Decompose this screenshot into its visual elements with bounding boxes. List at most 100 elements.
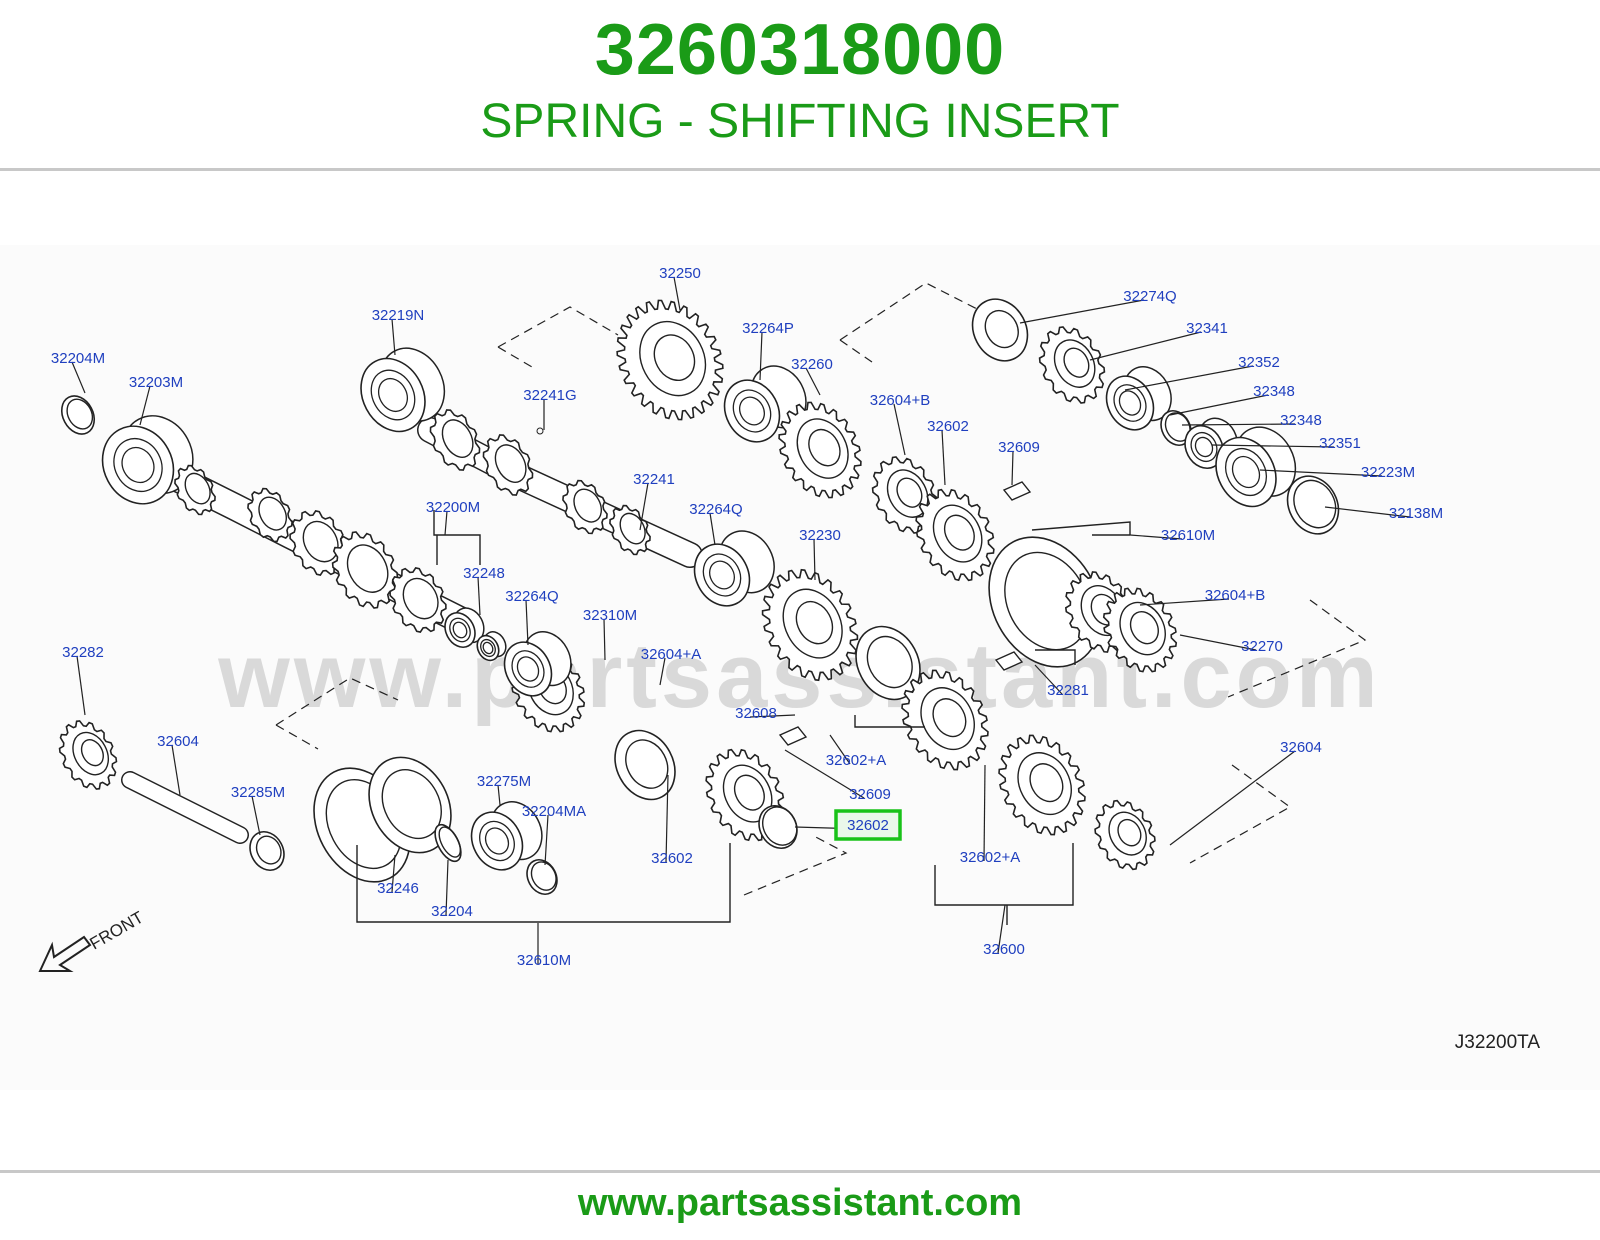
bracket-32610M bbox=[1031, 521, 1131, 535]
callout-label[interactable]: 32275M bbox=[477, 773, 531, 790]
callout-label[interactable]: 32348 bbox=[1253, 383, 1295, 400]
callout-leader bbox=[391, 318, 396, 356]
spring-32602-highlight bbox=[758, 805, 798, 849]
callout-leader bbox=[1259, 469, 1383, 477]
hub-32604 bbox=[855, 625, 921, 701]
callout-label[interactable]: 32264P bbox=[742, 320, 794, 337]
callout-leader bbox=[941, 429, 946, 486]
countershaft-gear-2 bbox=[482, 434, 534, 496]
reverse-gear-32282 bbox=[58, 720, 118, 790]
callout-leader bbox=[1211, 444, 1335, 448]
gear-32230 bbox=[761, 568, 859, 682]
callout-label[interactable]: 32610M bbox=[1161, 527, 1215, 544]
callout-leader bbox=[749, 714, 796, 718]
bearing-32275M bbox=[470, 801, 543, 871]
cone-32274Q bbox=[971, 298, 1029, 362]
callout-label[interactable]: 32248 bbox=[463, 565, 505, 582]
callout-label[interactable]: 32285M bbox=[231, 784, 285, 801]
gear-32270 bbox=[1102, 587, 1178, 673]
callout-label[interactable]: 32282 bbox=[62, 644, 104, 661]
callout-label[interactable]: 32609 bbox=[998, 439, 1040, 456]
callout-label[interactable]: 32204M bbox=[51, 350, 105, 367]
callout-label[interactable]: 32250 bbox=[659, 265, 701, 282]
part-name: SPRING - SHIFTING INSERT bbox=[480, 95, 1120, 148]
callout-label[interactable]: 32310M bbox=[583, 607, 637, 624]
phantom-outline bbox=[839, 339, 873, 363]
callout-label[interactable]: 32138M bbox=[1389, 505, 1443, 522]
needle-bearing-32264Q-2 bbox=[503, 631, 572, 697]
gear-assembly-drawing bbox=[58, 282, 1367, 925]
callout-label[interactable]: 32604 bbox=[1280, 739, 1322, 756]
callout-label[interactable]: 32264Q bbox=[505, 588, 558, 605]
callout-label[interactable]: 32264Q bbox=[689, 501, 742, 518]
callout-label[interactable]: 32281 bbox=[1047, 682, 1089, 699]
callout-leader bbox=[784, 749, 865, 799]
callout-label[interactable]: 32608 bbox=[735, 705, 777, 722]
callout-leader bbox=[1011, 450, 1014, 486]
part-number: 3260318000 bbox=[594, 10, 1006, 90]
callout-label[interactable]: 32351 bbox=[1319, 435, 1361, 452]
diagram-code: J32200TA bbox=[1455, 1032, 1541, 1053]
callout-label[interactable]: 32604 bbox=[157, 733, 199, 750]
callout-label[interactable]: 32246 bbox=[377, 880, 419, 897]
callout-label[interactable]: 32602+A bbox=[826, 752, 886, 769]
snap-ring-32204 bbox=[434, 823, 462, 863]
callout-label[interactable]: 32604+B bbox=[1205, 587, 1265, 604]
callout-label[interactable]: 32610M bbox=[517, 952, 571, 969]
footer-website-link[interactable]: www.partsassistant.com bbox=[577, 1182, 1023, 1224]
callout-label[interactable]: 32200M bbox=[426, 499, 480, 516]
leader-32608 bbox=[1035, 649, 1076, 665]
gear-32260 bbox=[778, 401, 862, 499]
callout-label[interactable]: 32604+A bbox=[641, 646, 701, 663]
callout-label[interactable]: 32270 bbox=[1241, 638, 1283, 655]
callout-label[interactable]: 32204 bbox=[431, 903, 473, 920]
callout-label[interactable]: 32219N bbox=[372, 307, 425, 324]
callout-label[interactable]: 32230 bbox=[799, 527, 841, 544]
phantom-outline bbox=[1189, 764, 1292, 864]
countershaft-gear-4 bbox=[609, 504, 651, 556]
insert-32609-2 bbox=[778, 726, 808, 746]
callout-leader bbox=[444, 510, 448, 536]
callout-label[interactable]: 32602 bbox=[927, 418, 969, 435]
phantom-outline bbox=[497, 346, 533, 368]
page-header: 3260318000 SPRING - SHIFTING INSERT bbox=[0, 0, 1600, 168]
callout-label[interactable]: 32241G bbox=[523, 387, 576, 404]
callout-label[interactable]: 32223M bbox=[1361, 464, 1415, 481]
callout-leader bbox=[829, 734, 851, 765]
callout-leader bbox=[544, 814, 549, 866]
input-shaft-spline-gear bbox=[174, 464, 216, 516]
bearing-32351 bbox=[1184, 417, 1238, 469]
sleeve-32600 bbox=[998, 734, 1086, 836]
callout-label[interactable]: 32348 bbox=[1280, 412, 1322, 429]
callout-label[interactable]: 32274Q bbox=[1123, 288, 1176, 305]
callout-label[interactable]: 32604+B bbox=[870, 392, 930, 409]
callout-highlighted[interactable]: 32602 bbox=[847, 817, 889, 834]
seal-32138M bbox=[1286, 475, 1340, 535]
bracket-32610M-lower bbox=[356, 843, 731, 923]
callout-label[interactable]: 32203M bbox=[129, 374, 183, 391]
bush-32248 bbox=[444, 607, 485, 648]
callout-leader bbox=[639, 482, 649, 531]
callout-label[interactable]: 32241 bbox=[633, 471, 675, 488]
hub-32246 bbox=[368, 756, 452, 854]
callout-label[interactable]: 32602+A bbox=[960, 849, 1020, 866]
phantom-outline bbox=[743, 834, 848, 896]
callout-label[interactable]: 32341 bbox=[1186, 320, 1228, 337]
front-label: FRONT bbox=[87, 908, 147, 954]
phantom-outline bbox=[275, 724, 319, 750]
ball-32241G bbox=[536, 427, 544, 435]
front-arrow: FRONT bbox=[38, 908, 147, 972]
callout-leader bbox=[497, 784, 501, 806]
sleeve-32602 bbox=[915, 488, 995, 582]
callout-label[interactable]: 32609 bbox=[849, 786, 891, 803]
callout-label[interactable]: 32600 bbox=[983, 941, 1025, 958]
callout-label[interactable]: 32602 bbox=[651, 850, 693, 867]
callout-leader bbox=[709, 512, 716, 546]
bearing-32203M bbox=[101, 415, 194, 505]
callout-label[interactable]: 32352 bbox=[1238, 354, 1280, 371]
callout-leader bbox=[893, 403, 906, 456]
callout-label[interactable]: 32204MA bbox=[522, 803, 586, 820]
phantom-outline bbox=[275, 677, 399, 726]
callout-label[interactable]: 32260 bbox=[791, 356, 833, 373]
callout-leader bbox=[1324, 506, 1411, 518]
